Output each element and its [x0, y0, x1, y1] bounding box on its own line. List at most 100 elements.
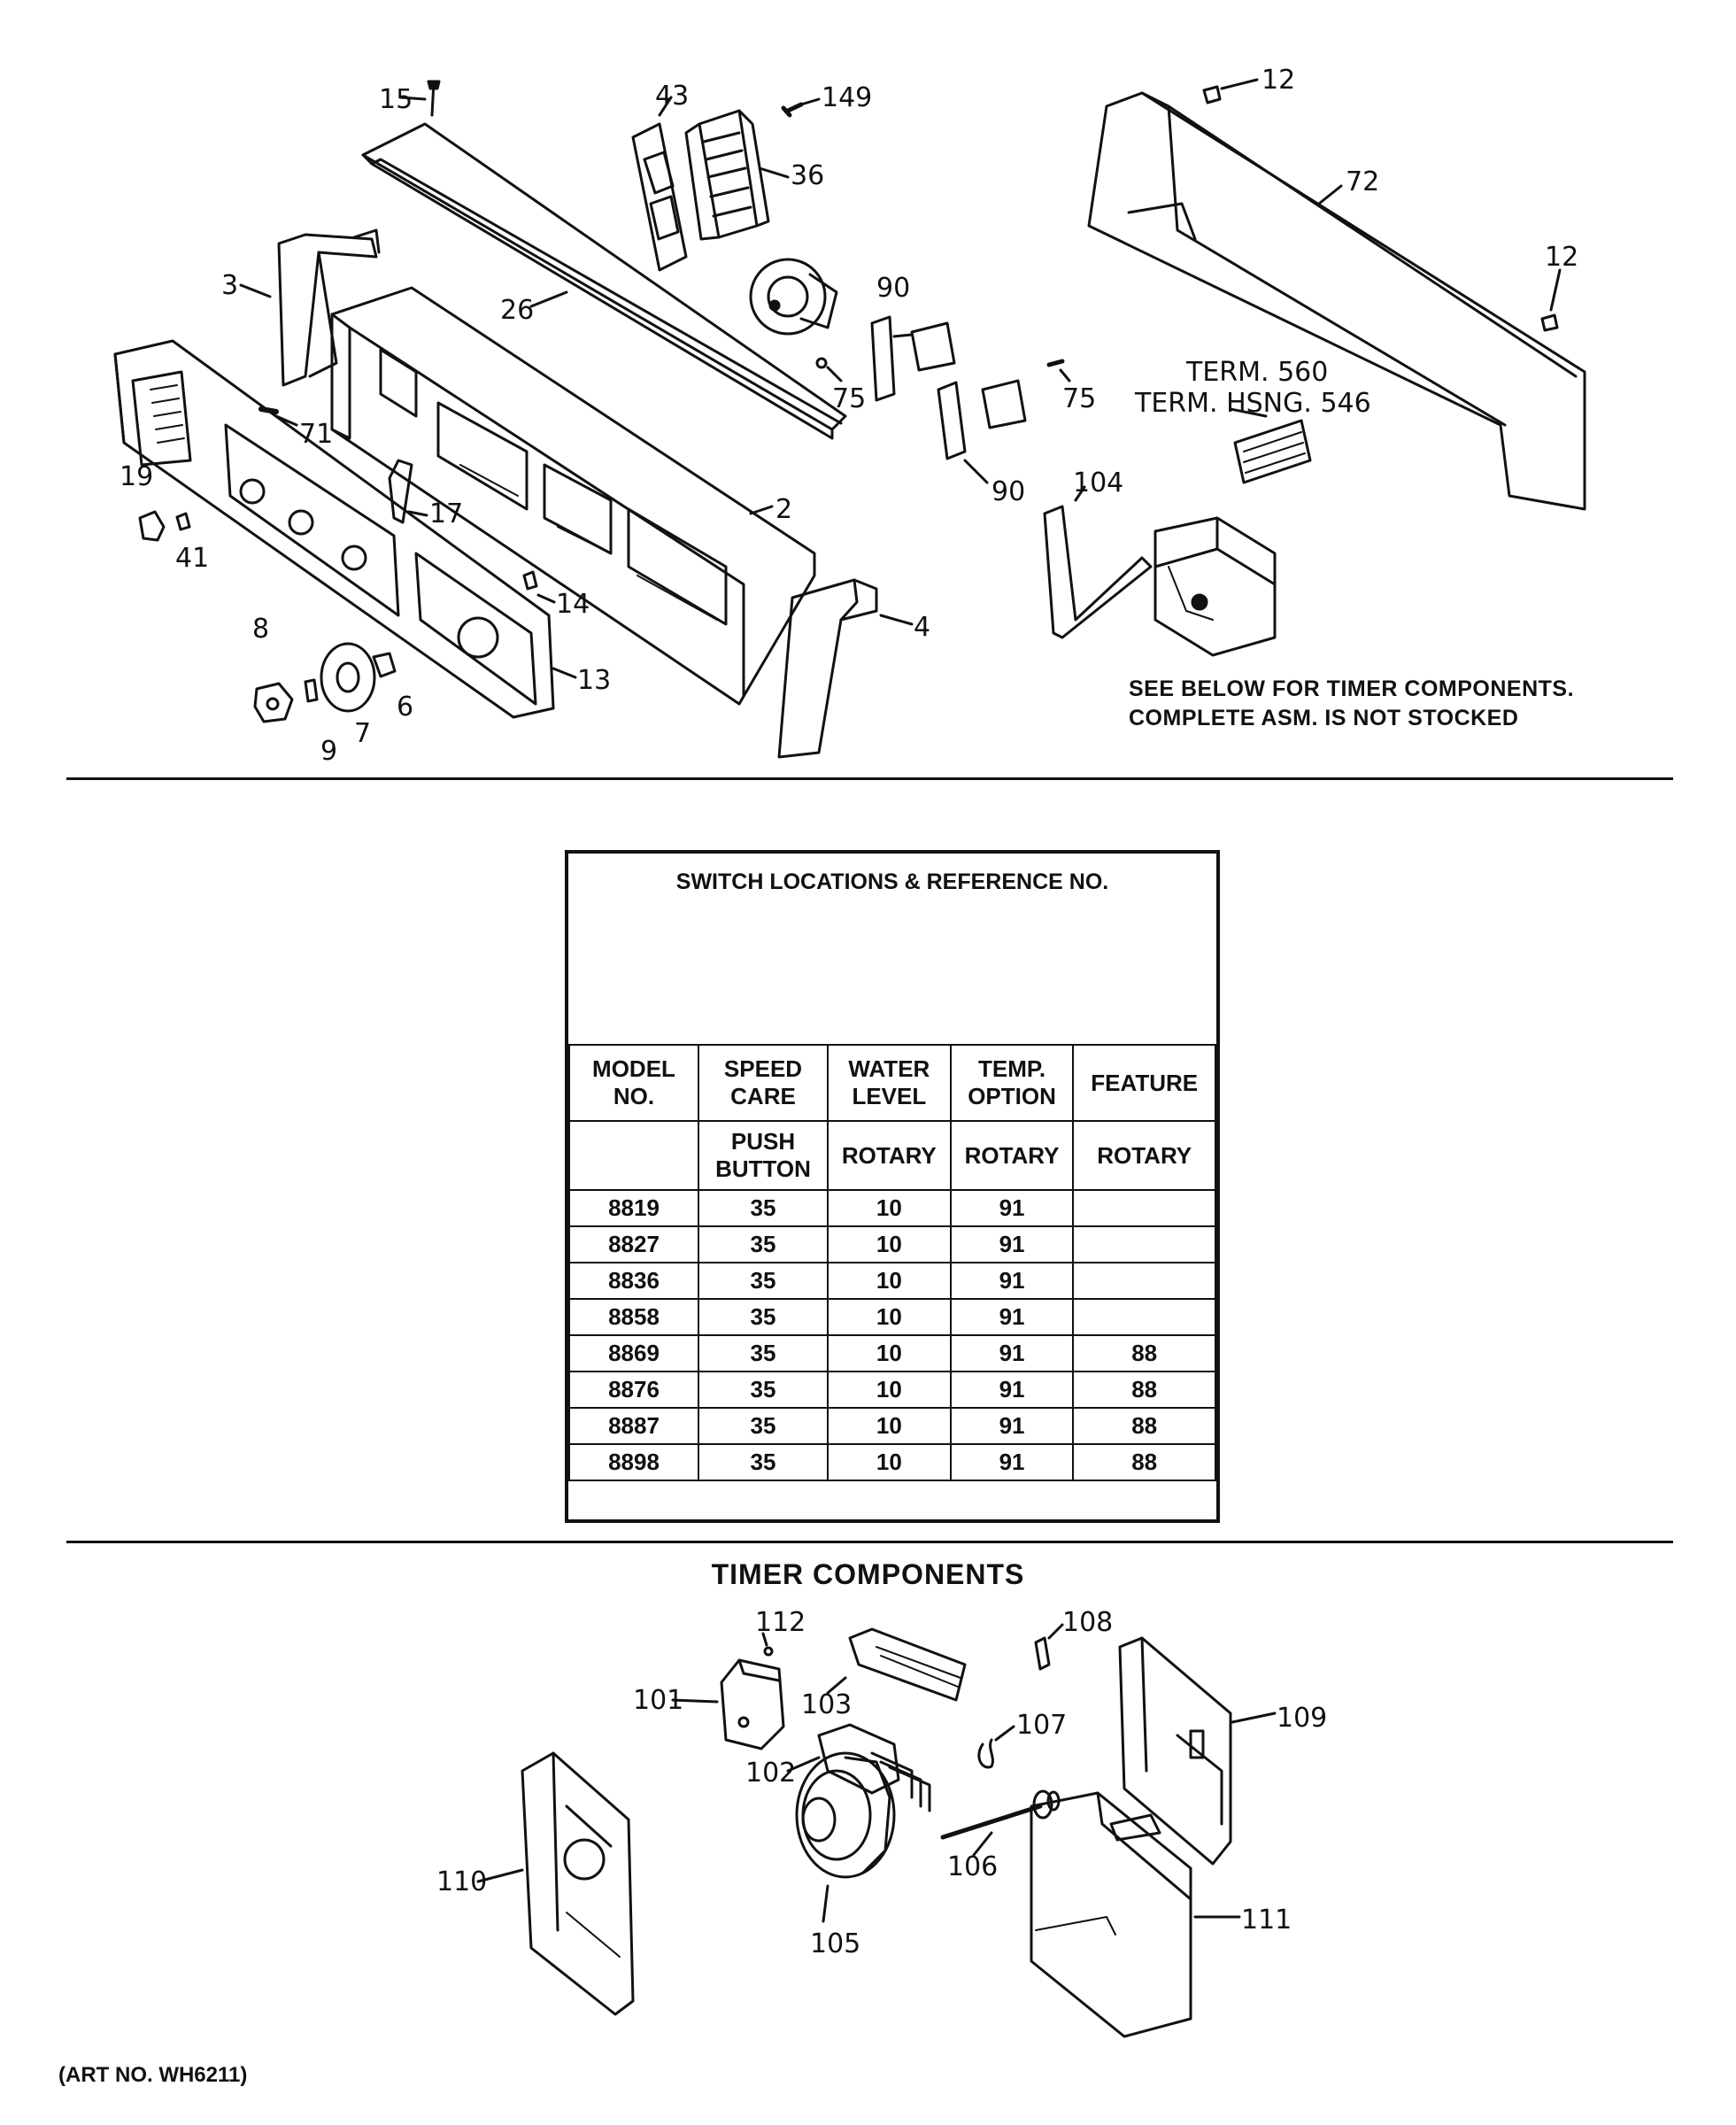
- table-cell: 91: [949, 1189, 1075, 1227]
- section-divider-top: [66, 777, 1673, 780]
- part-clip-12-top: [1202, 78, 1259, 104]
- switch-reference-table: MODEL NO. SPEED CARE WATER LEVEL TEMP. O…: [568, 1044, 1216, 1481]
- callout-36: 36: [791, 160, 824, 191]
- part-clip-12-side: [1540, 268, 1562, 332]
- callout-90a: 90: [876, 273, 910, 304]
- part-top-trim-26: [361, 122, 847, 440]
- table-cell: 91: [949, 1298, 1075, 1336]
- callout-72: 72: [1346, 166, 1379, 197]
- table-cell: 91: [949, 1225, 1075, 1263]
- table-cell: [1072, 1225, 1216, 1263]
- col-model-no: MODEL NO.: [568, 1044, 699, 1122]
- switch-locations-table-box: SWITCH LOCATIONS & REFERENCE NO. MODEL N…: [565, 850, 1220, 1523]
- callout-112: 112: [755, 1607, 806, 1638]
- part-switch-36: [684, 109, 790, 241]
- part-frame-109: [1118, 1636, 1277, 1866]
- part-screw-149: [781, 97, 821, 118]
- col-speed-care: SPEED CARE: [698, 1044, 829, 1122]
- part-dial-7: [320, 642, 376, 713]
- term-hsng-546-label: TERM. HSNG. 546: [1134, 388, 1371, 419]
- timer-components-title: TIMER COMPONENTS: [711, 1558, 1025, 1590]
- part-end-cap-4: [777, 578, 914, 759]
- callout-75b: 75: [1062, 383, 1096, 414]
- table-cell: 88: [1072, 1443, 1216, 1481]
- table-cell: 35: [698, 1371, 829, 1409]
- header-text: WATER: [848, 1055, 930, 1082]
- part-pressure-switch: [749, 258, 838, 336]
- table-cell: 35: [698, 1443, 829, 1481]
- type-text: PUSH BUTTON: [715, 1128, 811, 1182]
- callout-102: 102: [745, 1758, 796, 1789]
- callout-14: 14: [556, 589, 590, 620]
- callout-17: 17: [429, 498, 463, 529]
- table-cell: 10: [827, 1262, 952, 1300]
- part-clip-108: [1034, 1623, 1064, 1671]
- part-cover-111: [1030, 1791, 1241, 2038]
- part-shaft-106: [940, 1789, 1061, 1857]
- callout-109: 109: [1277, 1703, 1327, 1734]
- table-cell: 8869: [568, 1334, 699, 1372]
- switch-table-title: SWITCH LOCATIONS & REFERENCE NO.: [675, 869, 1109, 894]
- top-callouts: 15 43 149 36 12 72 12 3 26 90 75 75 TERM…: [120, 65, 1578, 767]
- callout-9: 9: [320, 736, 337, 767]
- table-cell: [1072, 1298, 1216, 1336]
- callout-106: 106: [947, 1851, 998, 1882]
- part-screw-75-upper: [815, 357, 843, 382]
- part-screw-75-lower: [1046, 359, 1071, 382]
- table-cell: 8876: [568, 1371, 699, 1409]
- table-cell: 8858: [568, 1298, 699, 1336]
- header-text: FEATURE: [1091, 1069, 1199, 1096]
- part-front-panel-13: [113, 339, 577, 719]
- callout-104: 104: [1073, 468, 1123, 498]
- switch-type-row: PUSH BUTTON ROTARY ROTARY ROTARY: [568, 1120, 1216, 1191]
- callout-90b: 90: [991, 476, 1025, 507]
- table-cell: 10: [827, 1189, 952, 1227]
- type-cell: ROTARY: [827, 1120, 952, 1191]
- table-cell: 35: [698, 1262, 829, 1300]
- callout-101: 101: [633, 1685, 683, 1716]
- table-cell: 91: [949, 1407, 1075, 1445]
- timer-note-line-1: SEE BELOW FOR TIMER COMPONENTS.: [1129, 676, 1575, 701]
- callout-41: 41: [175, 543, 209, 574]
- type-cell: [568, 1120, 699, 1191]
- callout-6: 6: [397, 692, 413, 722]
- part-spring-9: [304, 678, 319, 703]
- part-screw-15: [398, 80, 441, 117]
- part-timer-motor-101: [671, 1658, 785, 1750]
- callout-75a: 75: [832, 383, 866, 414]
- part-switch-bracket-90-lower: [937, 379, 1027, 484]
- table-cell: 35: [698, 1334, 829, 1372]
- table-cell: 10: [827, 1334, 952, 1372]
- table-cell: 35: [698, 1407, 829, 1445]
- part-cap-6: [372, 652, 397, 678]
- table-cell: 91: [949, 1334, 1075, 1372]
- callout-8: 8: [252, 614, 269, 645]
- table-cell: [1072, 1262, 1216, 1300]
- callout-71: 71: [299, 419, 333, 450]
- type-cell: ROTARY: [1072, 1120, 1216, 1191]
- type-cell: ROTARY: [949, 1120, 1075, 1191]
- timer-note: SEE BELOW FOR TIMER COMPONENTS. COMPLETE…: [1129, 675, 1574, 733]
- type-cell-push-button: PUSH BUTTON: [698, 1120, 829, 1191]
- table-cell: 10: [827, 1443, 952, 1481]
- part-button-41: [175, 512, 191, 531]
- header-text: MODEL: [592, 1055, 675, 1082]
- col-water-level: WATER LEVEL: [827, 1044, 952, 1122]
- table-cell: 10: [827, 1371, 952, 1409]
- col-temp-option: TEMP. OPTION: [949, 1044, 1075, 1122]
- header-text: LEVEL: [852, 1083, 927, 1109]
- table-cell: 88: [1072, 1407, 1216, 1445]
- part-pin-112: [761, 1632, 774, 1657]
- table-cell: 35: [698, 1225, 829, 1263]
- table-cell: 10: [827, 1407, 952, 1445]
